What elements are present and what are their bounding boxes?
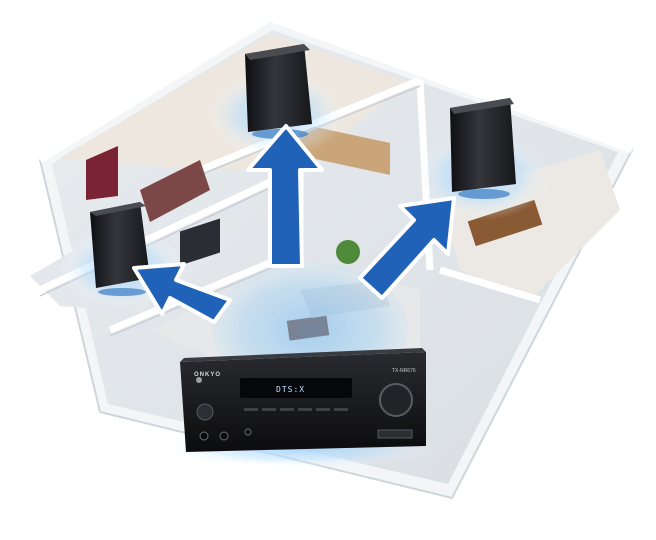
dining-table xyxy=(467,199,543,247)
power-button xyxy=(196,377,202,383)
input-selector-knob xyxy=(196,403,214,421)
door xyxy=(86,146,118,200)
receiver-model: TX-NR676 xyxy=(392,368,416,374)
headphone-jack xyxy=(199,431,209,441)
arrow-up-left xyxy=(132,262,232,324)
speaker-kitchen xyxy=(206,44,346,158)
tv-screen xyxy=(180,218,220,266)
aux-jack xyxy=(244,428,252,436)
mic-jack xyxy=(219,431,229,441)
staircase xyxy=(140,160,210,222)
receiver-brand: ONKYO xyxy=(194,372,221,378)
av-receiver: DTS:X ONKYO TX-NR676 xyxy=(160,348,440,468)
arrow-up xyxy=(246,124,324,268)
arrow-up-right xyxy=(358,196,456,300)
volume-knob xyxy=(379,383,413,417)
front-panel-ports xyxy=(377,429,413,439)
plant xyxy=(336,240,360,264)
receiver-display xyxy=(240,378,352,398)
receiver-button-row xyxy=(244,408,348,411)
receiver-display-text: DTS:X xyxy=(276,385,305,394)
